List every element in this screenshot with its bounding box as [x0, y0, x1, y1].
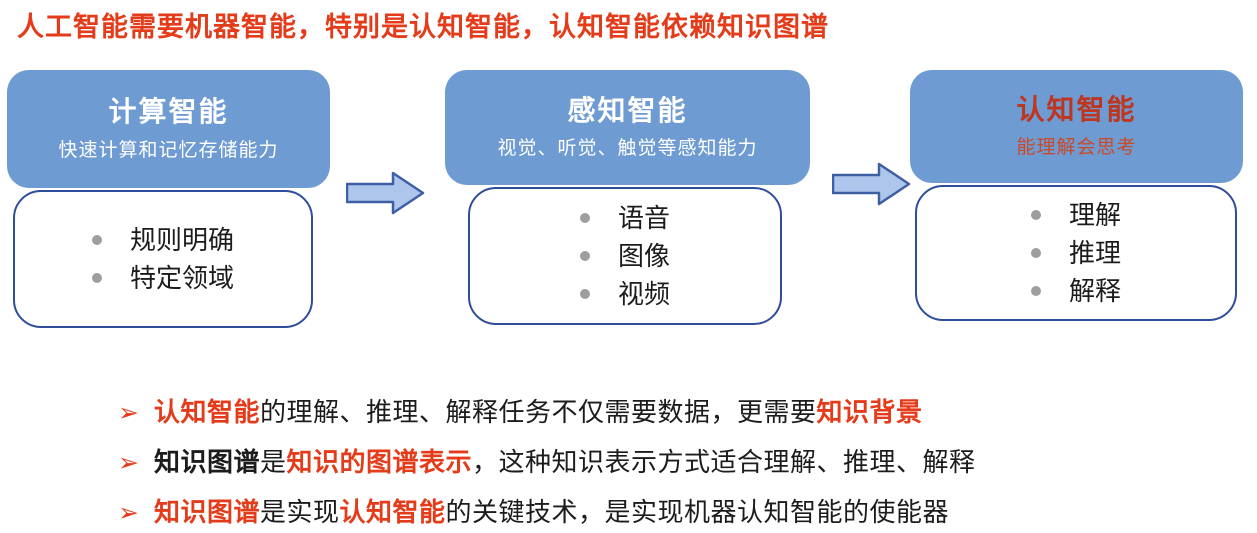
text-segment: 认知智能	[153, 397, 260, 427]
list-item-label: 规则明确	[129, 224, 234, 255]
takeaway-bullet: ➢ 认知智能 的理解、推理、解释任务不仅需要数据，更需要 知识背景	[118, 392, 923, 429]
list-item: 解释	[1030, 274, 1121, 309]
list-item-label: 推理	[1068, 237, 1121, 268]
text-segment: 知识图谱	[153, 447, 260, 477]
arrow-right-icon	[346, 171, 425, 215]
text-segment: 是	[259, 447, 287, 477]
cognitive-intelligence-header: 认知智能 能理解会思考	[910, 70, 1243, 183]
column-title: 计算智能	[108, 96, 229, 128]
cognitive-intelligence-body: 理解 推理 解释	[915, 185, 1237, 321]
text-segment: 的关键技术，是实现机器认知智能的使能器	[445, 497, 950, 527]
column-title: 感知智能	[567, 94, 688, 126]
takeaway-bullet: ➢ 知识图谱 是 知识的图谱表示 ，这种知识表示方式适合理解、推理、解释	[118, 442, 976, 479]
arrow-right-icon	[832, 162, 911, 206]
list-item-label: 语音	[617, 202, 670, 233]
bullet-dot-icon	[579, 251, 590, 261]
list-item: 规则明确	[91, 223, 234, 258]
list-item: 图像	[579, 239, 670, 274]
arrow-bullet-icon: ➢	[118, 449, 139, 477]
text-segment: 知识图谱	[153, 497, 260, 527]
computational-intelligence-body: 规则明确 特定领域	[13, 190, 313, 328]
text-segment: ，这种知识表示方式适合理解、推理、解释	[472, 447, 976, 477]
bullet-list: 规则明确 特定领域	[91, 223, 234, 296]
perceptual-intelligence-body: 语音 图像 视频	[468, 187, 782, 325]
bullet-dot-icon	[91, 273, 102, 283]
bullet-dot-icon	[579, 213, 590, 223]
takeaway-bullet: ➢ 知识图谱 是实现 认知智能 的关键技术，是实现机器认知智能的使能器	[118, 492, 949, 529]
perceptual-intelligence-header: 感知智能 视觉、听觉、触觉等感知能力	[445, 70, 810, 185]
text-segment: 的理解、推理、解释任务不仅需要数据，更需要	[259, 397, 817, 427]
list-item: 视频	[579, 277, 670, 312]
list-item-label: 特定领域	[129, 262, 234, 293]
page-title: 人工智能需要机器智能，特别是认知智能，认知智能依赖知识图谱	[17, 12, 829, 42]
bullet-dot-icon	[91, 235, 102, 245]
column-title: 认知智能	[1016, 93, 1137, 125]
list-item-label: 视频	[617, 278, 670, 309]
bullet-dot-icon	[1030, 286, 1041, 296]
list-item: 推理	[1030, 236, 1121, 271]
text-segment: 知识的图谱表示	[286, 447, 472, 477]
column-subtitle: 快速计算和记忆存储能力	[58, 139, 279, 161]
list-item-label: 解释	[1068, 275, 1121, 306]
column-subtitle: 能理解会思考	[1016, 137, 1137, 159]
list-item: 语音	[579, 201, 670, 236]
computational-intelligence-header: 计算智能 快速计算和记忆存储能力	[7, 70, 330, 188]
text-segment: 知识背景	[816, 397, 923, 427]
list-item-label: 理解	[1068, 199, 1121, 230]
list-item: 特定领域	[91, 261, 234, 296]
arrow-bullet-icon: ➢	[118, 399, 139, 427]
bullet-list: 语音 图像 视频	[579, 201, 670, 312]
column-subtitle: 视觉、听觉、触觉等感知能力	[497, 138, 758, 160]
text-segment: 是实现	[259, 497, 340, 527]
bullet-dot-icon	[1030, 248, 1041, 258]
list-item: 理解	[1030, 198, 1121, 233]
bullet-list: 理解 推理 解释	[1030, 198, 1121, 309]
bullet-dot-icon	[579, 289, 590, 299]
list-item-label: 图像	[617, 240, 670, 271]
text-segment: 认知智能	[339, 497, 446, 527]
bullet-dot-icon	[1030, 210, 1041, 220]
arrow-bullet-icon: ➢	[118, 499, 139, 527]
